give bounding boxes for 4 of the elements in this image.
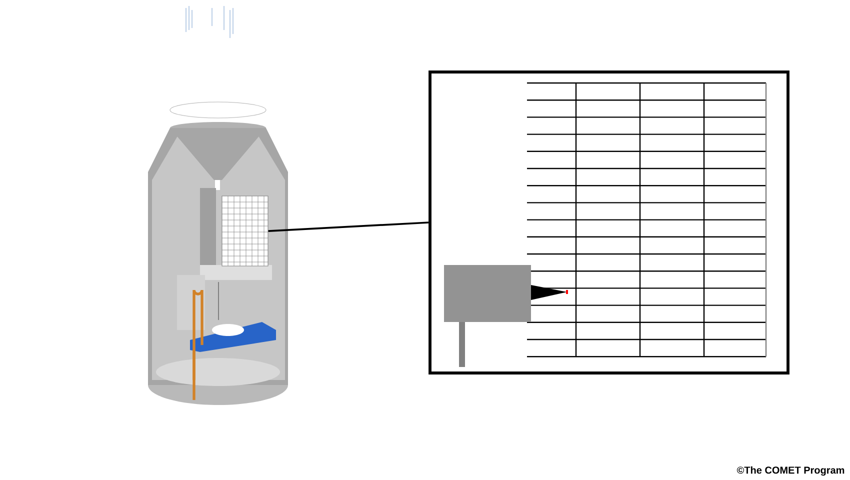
recording-drum (222, 196, 268, 266)
leader-line (268, 222, 429, 232)
copyright-note: ©The COMET Program (736, 466, 844, 476)
inset-panel (428, 70, 790, 374)
